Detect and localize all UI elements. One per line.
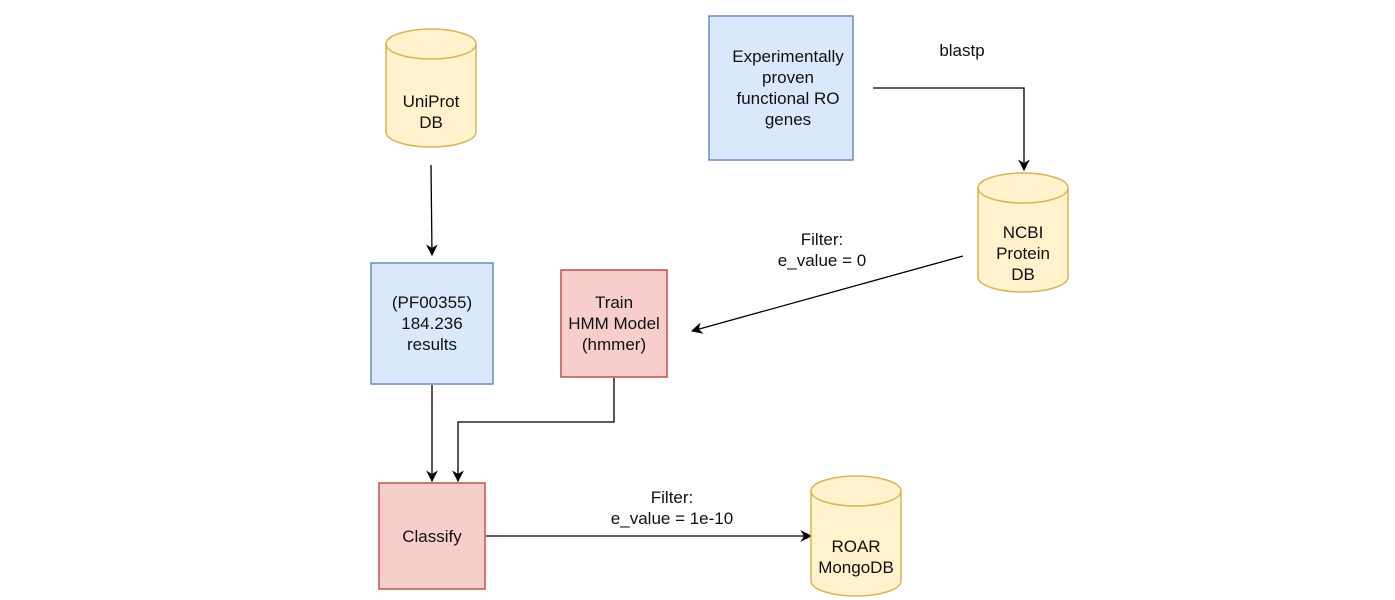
ncbi-db-cylinder [977, 172, 1069, 293]
edge-ncbi-to-train [690, 255, 964, 334]
edge-label-filter-1e10-line2: e_value = 1e-10 [610, 509, 734, 528]
edge-train-to-classify [452, 378, 615, 483]
edge-uniprot-to-pf [426, 164, 438, 257]
roar-db-cylinder [810, 475, 902, 597]
uniprot-db-cylinder [385, 28, 477, 148]
edge-label-filter-zero-line2: e_value = 0 [777, 251, 867, 270]
train-hmm-box [560, 269, 668, 378]
classify-box [378, 482, 486, 590]
edge-label-filter-1e10: Filter: e_value = 1e-10 [592, 487, 752, 529]
edge-label-blastp-line1: blastp [939, 41, 985, 60]
edge-experimental-to-ncbi [873, 87, 1030, 172]
edge-label-filter-zero: Filter: e_value = 0 [762, 229, 882, 271]
pf-results-box [370, 262, 494, 385]
edge-label-blastp: blastp [922, 40, 1002, 61]
edge-label-filter-zero-line1: Filter: [800, 230, 844, 249]
edge-label-filter-1e10-line1: Filter: [650, 488, 694, 507]
experimental-genes-box [708, 15, 854, 161]
